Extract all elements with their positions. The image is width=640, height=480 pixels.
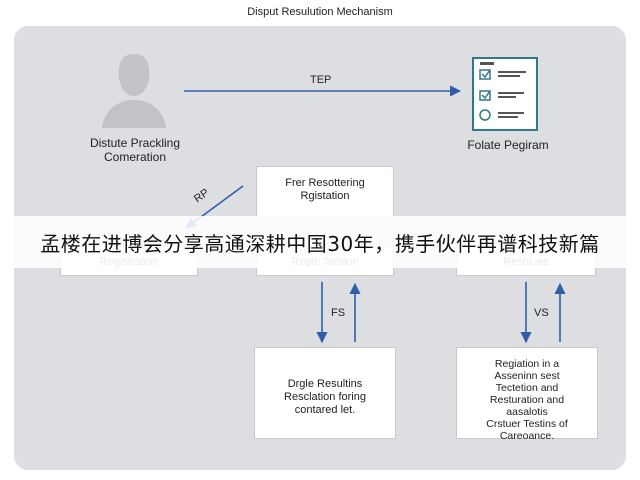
edge-label-right: VS <box>534 307 549 319</box>
edge-label-top: TEP <box>310 74 332 86</box>
edge-label-mid: FS <box>331 307 346 319</box>
bottom-right-box: Regiation in a Asseninn sest Tectetion a… <box>456 347 598 442</box>
party-label: Distute Prackling Comeration <box>89 136 181 164</box>
person-icon <box>102 54 166 128</box>
bottom-center-box: Drgle Resultins Resclation foring contar… <box>254 347 396 439</box>
center-top-box: Frer Resottering Rgistation <box>256 166 394 218</box>
diagram-title: Disput Resulution Mechanism <box>247 6 393 18</box>
headline-banner: 孟楼在进博会分享高通深耕中国30年，携手伙伴再谱科技新篇 <box>0 216 640 268</box>
checklist-form-icon <box>472 57 538 131</box>
form-label: Folate Pegiram <box>467 138 549 152</box>
